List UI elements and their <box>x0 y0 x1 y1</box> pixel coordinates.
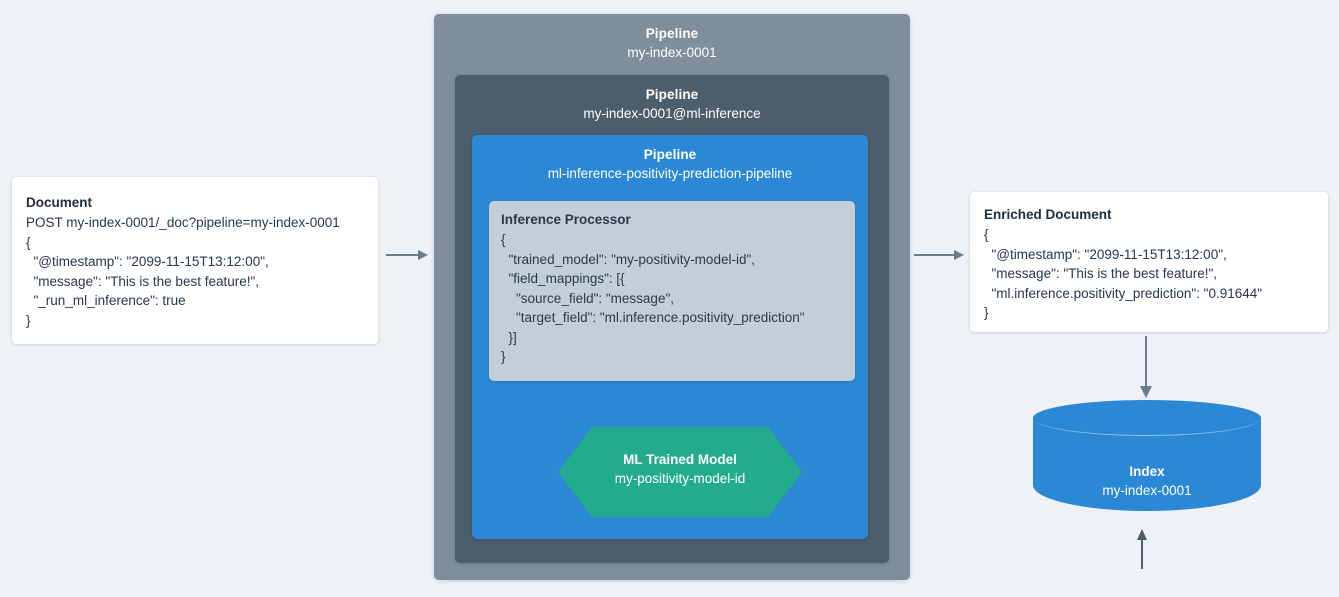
arrow-pipeline-to-enriched-document-icon <box>914 248 966 267</box>
arrow-enriched-document-to-index-icon <box>1138 336 1154 405</box>
arrow-ml-model-to-processor-icon <box>1135 529 1149 574</box>
enriched-document-line-1: "@timestamp": "2099-11-15T13:12:00", <box>984 246 1227 262</box>
inference-processor-box: Inference Processor { "trained_model": "… <box>489 201 855 381</box>
ml-model-type-label: ML Trained Model <box>623 452 737 467</box>
pipeline-inner-name: ml-inference-positivity-prediction-pipel… <box>547 166 793 181</box>
enriched-document-line-4: } <box>984 305 989 320</box>
inference-processor-line-3: "source_field": "message", <box>501 290 674 306</box>
document-card: Document POST my-index-0001/_doc?pipelin… <box>12 177 378 344</box>
document-line-5: } <box>26 312 31 328</box>
index-cylinder-label: Index my-index-0001 <box>1033 462 1261 501</box>
enriched-document-line-0: { <box>984 227 989 242</box>
inference-processor-line-5: }] <box>501 329 517 345</box>
document-line-0: POST my-index-0001/_doc?pipeline=my-inde… <box>26 215 340 230</box>
index-cylinder-top-ellipse <box>1033 400 1261 436</box>
index-cylinder-shape: Index my-index-0001 <box>1033 400 1261 528</box>
pipeline-inner-type-label: Pipeline <box>643 147 697 162</box>
enriched-document-line-2: "message": "This is the best feature!", <box>984 266 1218 281</box>
inference-processor-line-6: } <box>501 349 506 364</box>
index-name: my-index-0001 <box>1102 483 1192 498</box>
enriched-document-line-3: "ml.inference.positivity_prediction": "0… <box>984 285 1263 301</box>
pipeline-inner-box: Pipeline ml-inference-positivity-predict… <box>472 135 1147 569</box>
inference-processor-line-4: "target_field": "ml.inference.positivity… <box>501 310 805 325</box>
document-line-1: { <box>26 234 31 250</box>
enriched-document-title: Enriched Document <box>984 207 1112 222</box>
document-line-4: "_run_ml_inference": true <box>26 293 186 308</box>
document-title: Document <box>26 195 93 210</box>
enriched-document-card: Enriched Document { "@timestamp": "2099-… <box>970 192 1328 332</box>
pipeline-middle-header: Pipeline my-index-0001@ml-inference <box>455 75 889 124</box>
pipeline-outer-type-label: Pipeline <box>645 26 699 41</box>
inference-processor-line-0: { <box>501 232 506 247</box>
inference-processor-line-1: "trained_model": "my-positivity-model-id… <box>501 251 756 267</box>
pipeline-middle-box: Pipeline my-index-0001@ml-inference Pipe… <box>455 75 1147 569</box>
document-line-3: "message": "This is the best feature!", <box>26 273 260 289</box>
index-type-label: Index <box>1129 464 1165 479</box>
pipeline-middle-type-label: Pipeline <box>645 87 699 102</box>
pipeline-outer-header: Pipeline my-index-0001 <box>434 14 910 63</box>
arrow-document-to-pipeline-icon <box>386 248 430 267</box>
pipeline-outer-box: Pipeline my-index-0001 Pipeline my-index… <box>434 14 1147 580</box>
ml-trained-model-shape: ML Trained Model my-positivity-model-id <box>558 427 802 517</box>
inference-processor-line-2: "field_mappings": [{ <box>501 271 625 286</box>
pipeline-inner-header: Pipeline ml-inference-positivity-predict… <box>472 135 868 184</box>
document-line-2: "@timestamp": "2099-11-15T13:12:00", <box>26 254 269 269</box>
inference-processor-title: Inference Processor <box>501 212 631 227</box>
pipeline-middle-name: my-index-0001@ml-inference <box>583 106 761 121</box>
ml-model-name: my-positivity-model-id <box>614 471 746 486</box>
pipeline-outer-name: my-index-0001 <box>627 45 717 60</box>
